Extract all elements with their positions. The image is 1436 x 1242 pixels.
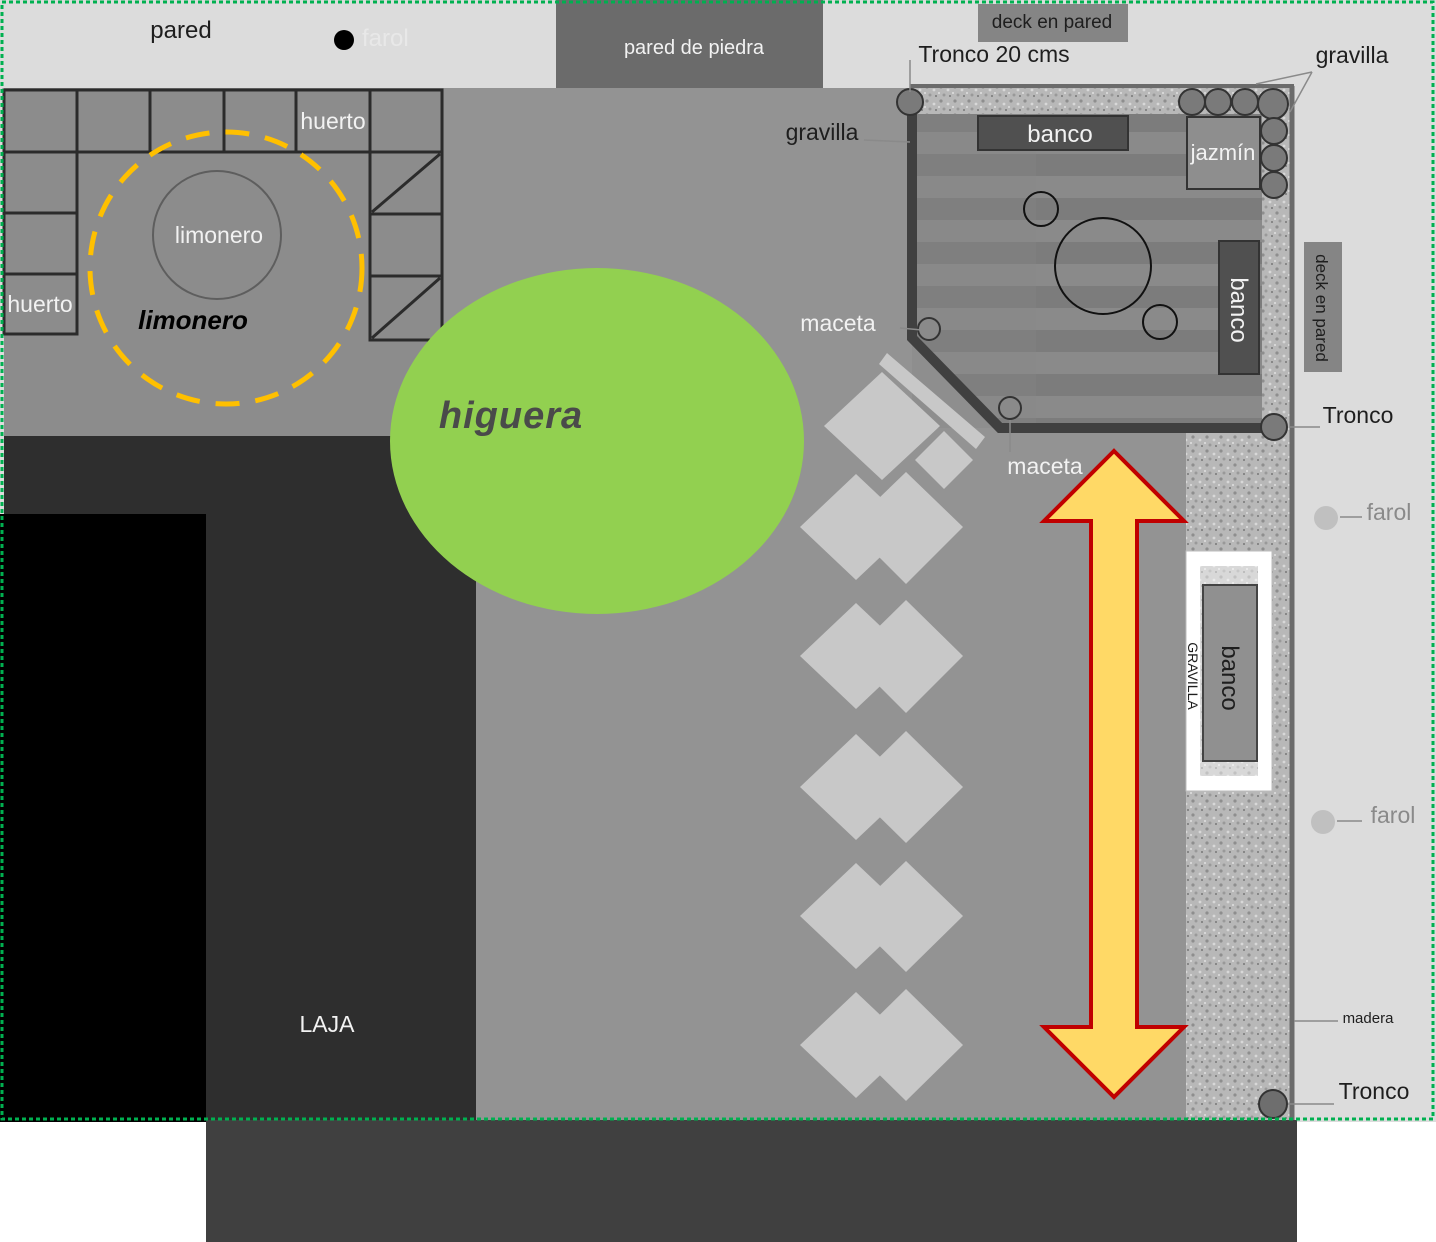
banco-lower (1202, 584, 1258, 762)
tronco-mid-marker (1260, 413, 1288, 441)
limonero-canopy (87, 129, 365, 407)
site-boundary (0, 0, 1435, 1121)
deck-top-box (978, 4, 1128, 42)
jazmin-box (1186, 116, 1261, 190)
banco-top (977, 115, 1129, 151)
label-limonero-caption: limonero (138, 305, 248, 335)
label-gravilla-left: gravilla (786, 119, 859, 145)
banco-right (1218, 240, 1260, 375)
label-maceta-2: maceta (1007, 453, 1083, 479)
label-deck-right: deck en pared (1312, 254, 1331, 362)
maceta-2-marker (998, 396, 1022, 420)
label-farol-right-2: farol (1371, 802, 1416, 828)
label-huerto-top: huerto (300, 108, 365, 134)
label-gravilla-vertical: GRAVILLA (1185, 642, 1201, 710)
label-limonero-inner: limonero (175, 222, 263, 248)
label-pared: pared (150, 17, 211, 44)
circulation-arrow (1039, 448, 1189, 1100)
tronco-20-marker (896, 88, 924, 116)
farol-top-dot (334, 30, 354, 50)
deck-stool-2 (1142, 304, 1178, 340)
tronco-bottom-marker (1258, 1089, 1288, 1119)
label-deck-top: deck en pared (992, 12, 1112, 33)
limonero-trunk (152, 170, 282, 300)
label-jazmin: jazmín (1190, 140, 1256, 165)
deck (912, 114, 1262, 428)
deck-border (907, 100, 1276, 433)
huerto-grid (2, 88, 444, 342)
deck-table (1054, 217, 1152, 315)
label-tronco-20: Tronco 20 cms (918, 41, 1069, 67)
label-banco-lower: banco (1216, 645, 1243, 710)
label-maceta-1: maceta (800, 310, 876, 336)
jazmin-pots (1178, 88, 1289, 199)
label-laja: LAJA (300, 1011, 356, 1037)
deck-stool-1 (1023, 191, 1059, 227)
label-tronco-mid: Tronco (1323, 402, 1394, 428)
label-tronco-bottom: Tronco (1339, 1078, 1410, 1104)
leader-lines (863, 60, 1362, 1105)
label-madera: madera (1343, 1010, 1395, 1027)
maceta-1-marker (917, 317, 941, 341)
label-farol-top: farol (362, 25, 409, 52)
higuera-canopy (390, 268, 804, 614)
label-huerto-left: huerto (7, 291, 72, 317)
label-farol-right-1: farol (1367, 499, 1412, 525)
label-banco-top: banco (1027, 121, 1092, 148)
bottom-strip (206, 1120, 1297, 1242)
label-gravilla-top-right: gravilla (1316, 42, 1389, 68)
label-pared-piedra: pared de piedra (624, 37, 765, 59)
label-banco-right: banco (1225, 277, 1252, 342)
farol-right-2-dot (1311, 810, 1335, 834)
label-higuera: higuera (439, 395, 583, 437)
stepping-stones (800, 353, 985, 1101)
deck-right-box (1304, 242, 1342, 372)
farol-right-1-dot (1314, 506, 1338, 530)
black-block (0, 514, 206, 1122)
stone-wall (556, 0, 823, 90)
